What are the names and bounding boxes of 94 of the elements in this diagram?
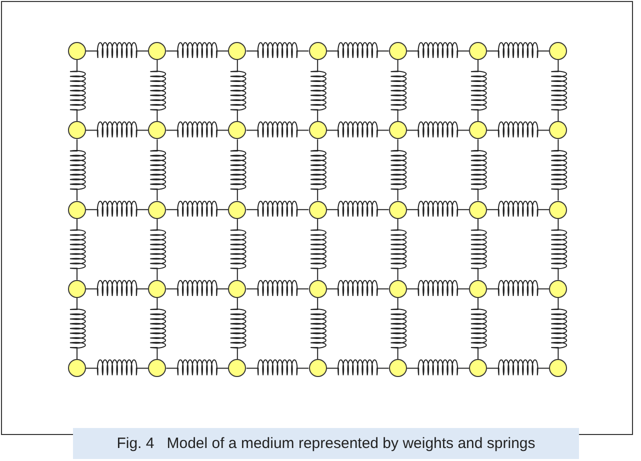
spring (246, 42, 310, 58)
weight-circle (388, 42, 407, 60)
weight-circle (388, 200, 407, 219)
spring (246, 200, 310, 218)
weight-circle (148, 280, 166, 298)
spring (486, 42, 550, 58)
spring (470, 60, 487, 122)
spring (406, 200, 470, 218)
weight-circle (68, 280, 86, 298)
spring (550, 218, 568, 280)
weight-circle (228, 280, 246, 298)
weight-circle (469, 359, 487, 378)
weight-circle (68, 200, 86, 219)
weight-circle (228, 359, 246, 378)
weight-circle (388, 280, 407, 298)
weight-circle (469, 280, 487, 298)
weight-circle (68, 359, 86, 378)
spring (470, 138, 487, 202)
spring (326, 121, 390, 138)
weight-circle (228, 121, 246, 140)
spring (390, 297, 407, 360)
weight-circle (308, 200, 327, 219)
spring (86, 280, 149, 296)
spring (486, 280, 550, 296)
spring (390, 60, 407, 122)
spring (246, 280, 310, 296)
spring (70, 60, 86, 122)
spring (486, 359, 550, 376)
spring (406, 359, 470, 376)
spring (406, 280, 470, 296)
spring (550, 138, 568, 202)
spring (550, 60, 568, 122)
weight-circle (549, 359, 568, 378)
spring (246, 121, 310, 138)
spring (230, 218, 246, 280)
weight-circle (228, 42, 246, 60)
spring (70, 297, 86, 360)
spring (246, 359, 310, 376)
spring (326, 280, 390, 296)
spring (86, 42, 149, 58)
spring (150, 297, 166, 360)
spring (326, 42, 390, 58)
spring (230, 138, 246, 202)
spring (310, 297, 326, 360)
weight-circle (228, 200, 246, 219)
weight-circle (469, 121, 487, 140)
weight-circle (308, 280, 327, 298)
spring (166, 121, 229, 138)
weight-circle (308, 359, 327, 378)
spring (310, 138, 326, 202)
spring (470, 218, 487, 280)
weight-circle (308, 42, 327, 60)
spring (230, 297, 246, 360)
weight-circle (148, 121, 166, 140)
spring (406, 42, 470, 58)
weight-circle (68, 121, 86, 140)
spring (406, 121, 470, 138)
spring (390, 218, 407, 280)
weight-circle (549, 42, 568, 60)
spring (486, 200, 550, 218)
spring (310, 60, 326, 122)
weight-circle (388, 121, 407, 140)
weight-circle (388, 359, 407, 378)
spring (166, 200, 229, 218)
figure-caption: Fig. 4 Model of a medium represented by weights and springs (73, 428, 579, 459)
spring (550, 297, 568, 360)
spring (326, 359, 390, 376)
spring (86, 359, 149, 376)
spring (86, 121, 149, 138)
spring (150, 138, 166, 202)
weight-circle (148, 359, 166, 378)
spring (390, 138, 407, 202)
spring (166, 280, 229, 296)
spring (70, 138, 86, 202)
spring (166, 42, 229, 58)
spring (486, 121, 550, 138)
weight-circle (308, 121, 327, 140)
weight-circle (549, 280, 568, 298)
weight-circle (549, 121, 568, 140)
spring (310, 218, 326, 280)
spring (150, 218, 166, 280)
spring (230, 60, 246, 122)
spring (70, 218, 86, 280)
weight-circle (68, 42, 86, 60)
spring (326, 200, 390, 218)
spring (470, 297, 487, 360)
weight-circle (148, 42, 166, 60)
spring (86, 200, 149, 218)
spring (166, 359, 229, 376)
weight-circle (549, 200, 568, 219)
weight-circle (469, 42, 487, 60)
weight-circle (469, 200, 487, 219)
weight-circle (148, 200, 166, 219)
spring (150, 60, 166, 122)
